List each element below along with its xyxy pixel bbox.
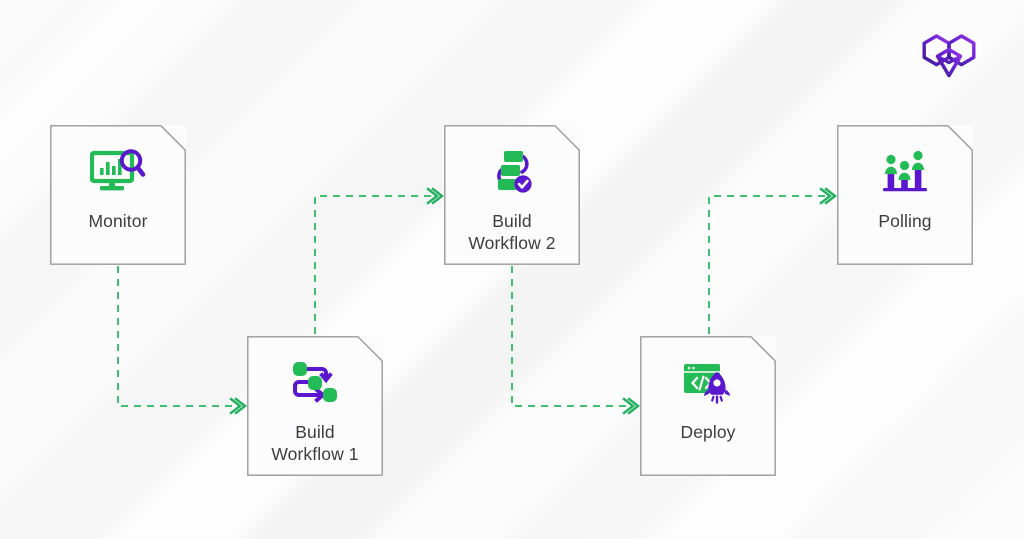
workflow-nodes-icon xyxy=(287,358,343,408)
node-card-shape xyxy=(247,336,383,476)
code-window-rocket-icon xyxy=(680,358,736,408)
monitor-chart-magnifier-icon xyxy=(90,147,146,197)
workflow-stack-check-icon xyxy=(484,147,540,197)
node-deploy[interactable]: Deploy xyxy=(640,336,776,476)
node-label-deploy: Deploy xyxy=(680,422,736,442)
node-label-polling: Polling xyxy=(878,211,932,231)
node-build-workflow-2[interactable]: Build Workflow 2 xyxy=(444,125,580,265)
node-build-workflow-1[interactable]: Build Workflow 1 xyxy=(247,336,383,476)
node-label-monitor: Monitor xyxy=(88,211,148,231)
node-label-build-workflow-1: Build Workflow 1 xyxy=(271,422,359,464)
node-card-shape xyxy=(837,125,973,265)
node-label-build-workflow-2: Build Workflow 2 xyxy=(468,211,556,253)
node-polling[interactable]: Polling xyxy=(837,125,973,265)
node-card-shape xyxy=(50,125,186,265)
node-monitor[interactable]: Monitor xyxy=(50,125,186,265)
node-card-shape xyxy=(444,125,580,265)
people-bar-chart-icon xyxy=(877,147,933,197)
node-card-shape xyxy=(640,336,776,476)
cube-heart-logo xyxy=(921,31,977,79)
